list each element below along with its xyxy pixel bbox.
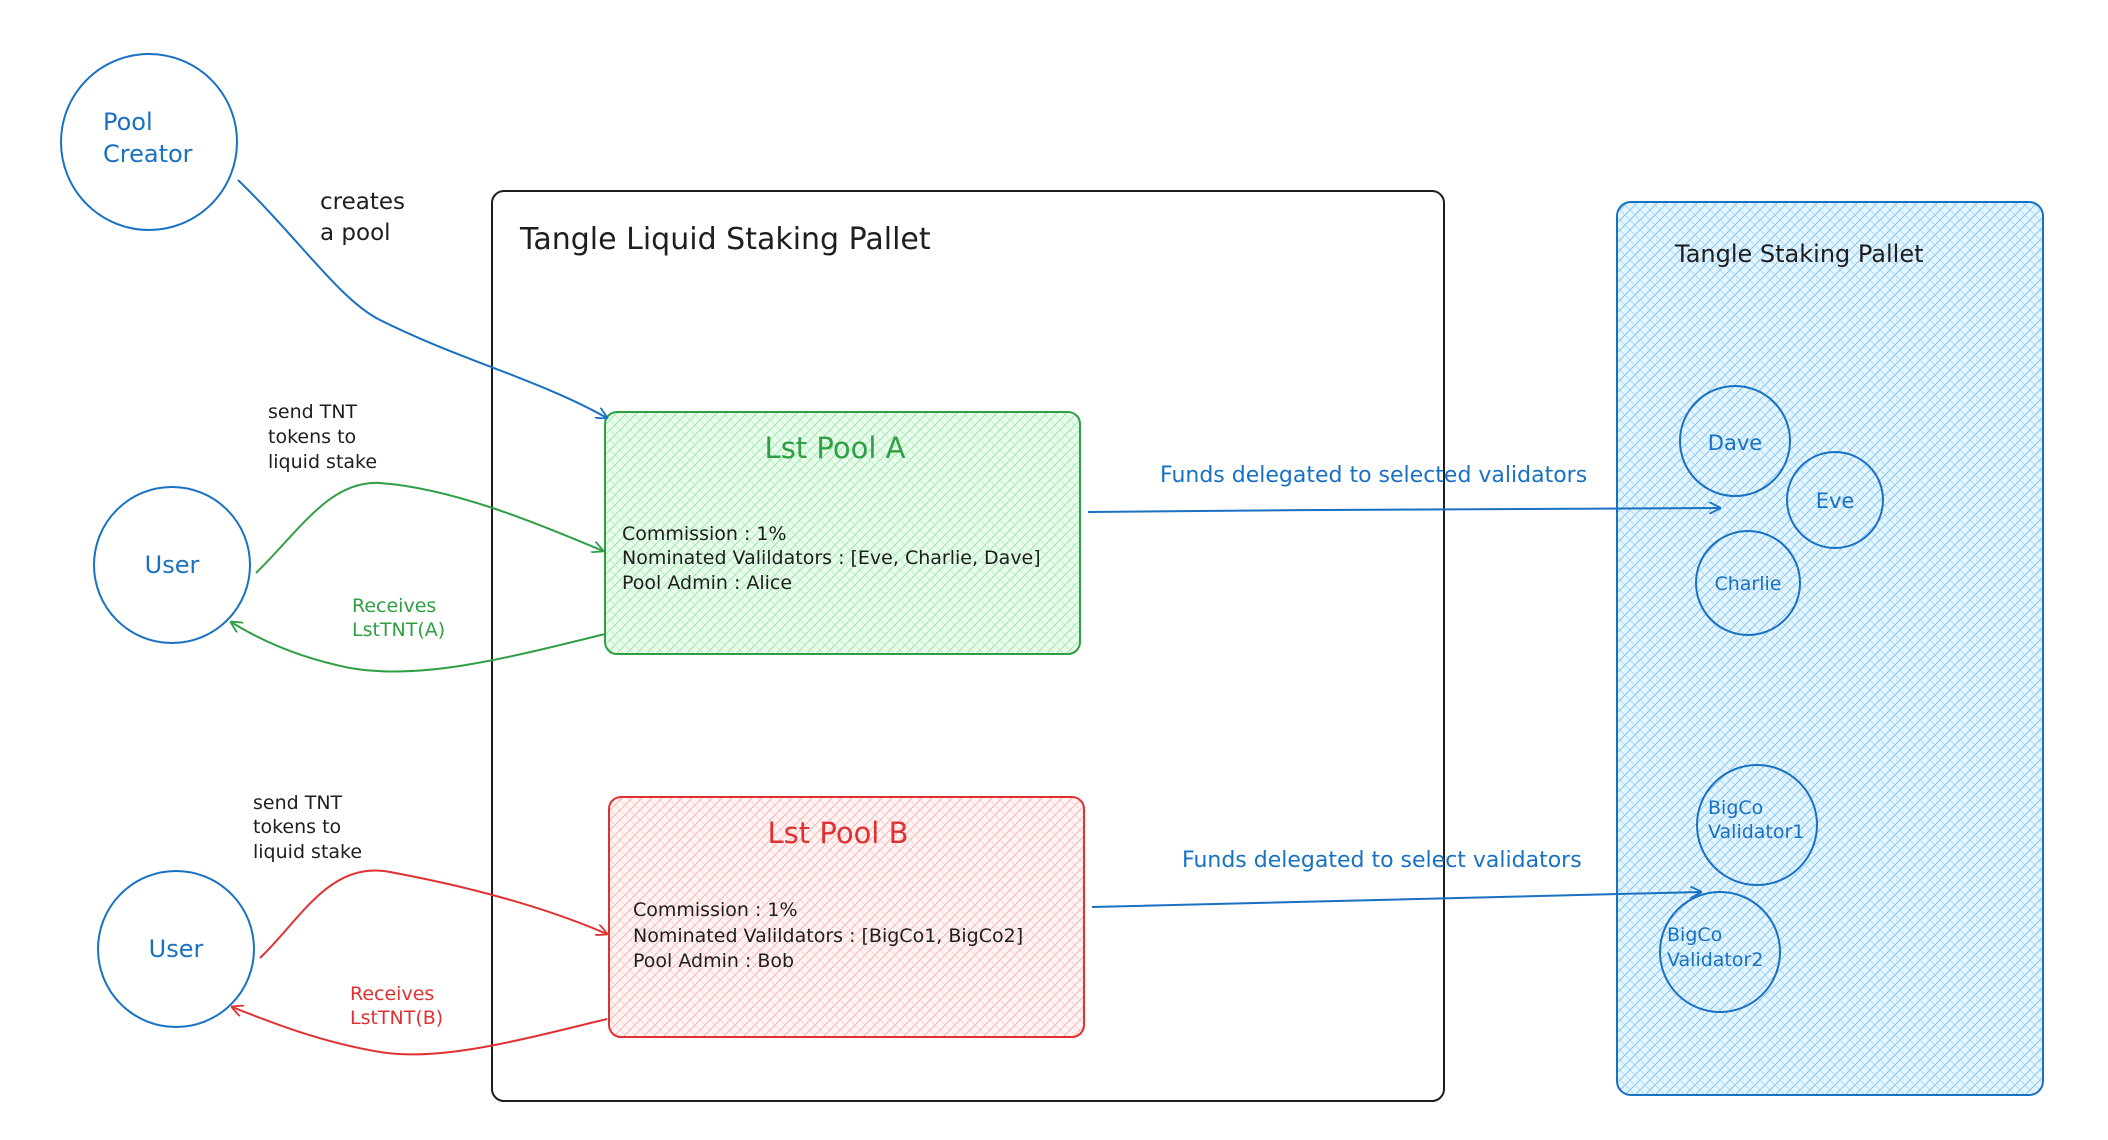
send-a-label-line3: liquid stake xyxy=(268,451,377,473)
validator-bigco2-label-line2: Validator2 xyxy=(1667,949,1763,971)
receives-lsttnt-a-arrow xyxy=(231,622,606,673)
validator-bigco2-label-line1: BigCo xyxy=(1667,924,1722,946)
send-b-label-line3: liquid stake xyxy=(253,841,362,863)
pool-a-title: Lst Pool A xyxy=(765,431,906,465)
pool-a-admin: Pool Admin : Alice xyxy=(622,572,792,594)
pool-creator: Pool Creator xyxy=(60,53,238,231)
receives-a-label-line2: LstTNT(A) xyxy=(352,619,445,641)
receives-b-label-line2: LstTNT(B) xyxy=(350,1007,443,1029)
pool-a: Lst Pool A Commission : 1% Nominated Val… xyxy=(604,411,1081,655)
validator-dave: Dave xyxy=(1679,385,1791,497)
send-tnt-a-arrow xyxy=(255,481,603,574)
pool-creator-label-line2: Creator xyxy=(103,140,193,168)
receives-a-label-line1: Receives xyxy=(352,595,436,617)
receives-lsttnt-b-arrow xyxy=(232,1007,608,1056)
delegate-b-arrow xyxy=(1091,892,1701,908)
validator-bigco1-label-line2: Validator1 xyxy=(1708,821,1804,843)
pool-b-nominated: Nominated Valildators : [BigCo1, BigCo2] xyxy=(633,925,1023,947)
validator-bigco2: BigCo Validator2 xyxy=(1659,891,1781,1013)
validator-charlie-label: Charlie xyxy=(1714,573,1781,595)
pool-b: Lst Pool B Commission : 1% Nominated Val… xyxy=(608,796,1085,1038)
validator-bigco1: BigCo Validator1 xyxy=(1696,764,1818,886)
liquid-pallet-title: Tangle Liquid Staking Pallet xyxy=(519,222,931,257)
validator-bigco1-label-line1: BigCo xyxy=(1708,797,1763,819)
validator-dave-label: Dave xyxy=(1708,431,1762,455)
validator-eve-label: Eve xyxy=(1816,489,1855,513)
receives-b-label-line1: Receives xyxy=(350,983,434,1005)
send-a-label-line1: send TNT xyxy=(268,401,358,423)
delegate-a-arrow xyxy=(1087,508,1720,512)
validator-charlie: Charlie xyxy=(1695,530,1801,636)
user-a-label: User xyxy=(145,551,200,579)
pool-a-commission: Commission : 1% xyxy=(622,523,787,545)
send-tnt-b-arrow xyxy=(259,869,607,959)
creates-label-line1: creates xyxy=(320,189,405,215)
pool-b-title: Lst Pool B xyxy=(768,816,909,850)
staking-pallet-title: Tangle Staking Pallet xyxy=(1674,240,1924,268)
delegate-b-label: Funds delegated to select validators xyxy=(1182,848,1582,873)
creates-pool-arrow xyxy=(237,179,607,418)
user-b-label: User xyxy=(149,935,204,963)
liquid-staking-pallet: Tangle Liquid Staking Pallet xyxy=(491,190,1445,1102)
pool-a-nominated: Nominated Valildators : [Eve, Charlie, D… xyxy=(622,547,1041,569)
pool-creator-label-line1: Pool xyxy=(103,108,153,136)
send-b-label-line1: send TNT xyxy=(253,792,343,814)
creates-label-line2: a pool xyxy=(320,220,391,246)
user-a: User xyxy=(93,486,251,644)
user-b: User xyxy=(97,870,255,1028)
pool-b-admin: Pool Admin : Bob xyxy=(633,950,794,972)
validator-eve: Eve xyxy=(1786,451,1884,549)
send-a-label-line2: tokens to xyxy=(268,426,356,448)
delegate-a-label: Funds delegated to selected validators xyxy=(1160,463,1587,488)
staking-pallet: Tangle Staking Pallet Dave Eve Charlie B… xyxy=(1616,201,2044,1096)
send-b-label-line2: tokens to xyxy=(253,816,341,838)
pool-b-commission: Commission : 1% xyxy=(633,899,798,921)
